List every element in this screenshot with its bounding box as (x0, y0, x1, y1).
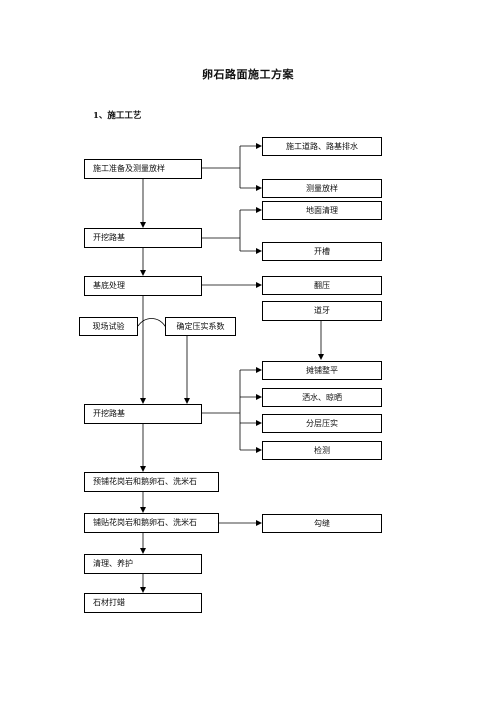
box-water-dry: 洒水、晾晒 (262, 388, 382, 407)
box-excavate-roadbed: 开挖路基 (84, 228, 202, 248)
box-ground-clearing: 地面清理 (262, 201, 382, 220)
box-preparation-survey: 施工准备及测量放样 (84, 159, 202, 179)
box-road-drainage: 施工道路、路基排水 (262, 137, 382, 156)
box-layer-compaction: 分层压实 (262, 414, 382, 433)
section-heading: 1、施工工艺 (93, 111, 142, 121)
box-clean-maintain: 清理、养护 (84, 554, 202, 574)
box-curb: 道牙 (262, 301, 382, 321)
box-site-test: 现场试验 (79, 317, 138, 336)
box-rolling: 翻压 (262, 276, 382, 295)
box-spread-level: 摊铺整平 (262, 361, 382, 380)
box-joint-pointing: 勾缝 (262, 514, 382, 533)
box-base-treatment: 基底处理 (84, 276, 202, 296)
box-stone-waxing: 石材打蜡 (84, 593, 202, 613)
box-excavate-roadbed-2: 开挖路基 (84, 404, 202, 424)
box-trenching: 开槽 (262, 242, 382, 261)
box-lay-stones: 铺贴花岗岩和鹅卵石、洗米石 (84, 513, 219, 533)
box-compaction-coefficient: 确定压实系数 (165, 317, 236, 336)
box-inspection: 检测 (262, 441, 382, 460)
box-pre-lay-stones: 预铺花岗岩和鹅卵石、洗米石 (84, 472, 219, 492)
page-title: 卵石路面施工方案 (202, 68, 294, 81)
box-survey-setout: 测量放样 (262, 179, 382, 198)
